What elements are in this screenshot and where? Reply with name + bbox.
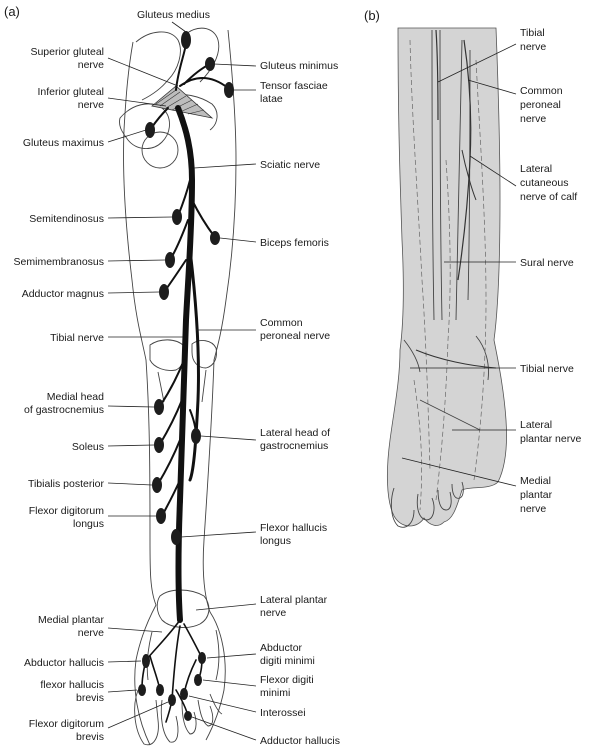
hip-joint-outline	[142, 132, 178, 168]
superior-gluteal-branch	[176, 44, 228, 90]
motor-point-tibialis-posterior	[152, 477, 162, 493]
panel-b-label: (b)	[364, 8, 380, 23]
motor-point-medial-gastrocnemius	[154, 399, 164, 415]
label-adductor-magnus: Adductor magnus	[22, 288, 104, 300]
motor-point-abductor-hallucis	[142, 654, 150, 668]
motor-point-flexor-digiti-minimi	[194, 674, 202, 686]
label-tibial-nerve-a: Tibial nerve	[50, 332, 104, 344]
label-tibialis-posterior: Tibialis posterior	[28, 478, 105, 490]
label-gluteus-minimus: Gluteus minimus	[260, 60, 338, 72]
motor-point-flexor-digitorum-longus	[156, 508, 166, 524]
label-abductor-hallucis: Abductor hallucis	[24, 657, 104, 669]
motor-point-gluteus-minimus	[205, 57, 215, 71]
label-soleus: Soleus	[72, 441, 104, 453]
common-peroneal-branch	[190, 250, 199, 480]
motor-point-tensor-fasciae-latae	[224, 82, 234, 98]
sciatic-nerve-trunk	[178, 108, 192, 620]
label-tibial-nerve-b: Tibial nerve	[520, 363, 574, 375]
label-gluteus-maximus: Gluteus maximus	[23, 137, 104, 149]
leg-silhouette-b	[387, 28, 506, 526]
motor-point-flexor-hallucis-longus	[171, 529, 181, 545]
motor-point-semimembranosus	[165, 252, 175, 268]
toes-outline	[135, 690, 222, 745]
motor-point-flexor-hallucis-brevis-2	[156, 684, 164, 696]
label-sciatic-nerve: Sciatic nerve	[260, 159, 320, 171]
motor-point-flexor-hallucis-brevis	[138, 684, 146, 696]
ankle-outline	[147, 590, 219, 680]
label-sural-nerve: Sural nerve	[520, 257, 574, 269]
motor-point-adductor-hallucis	[184, 711, 192, 721]
motor-point-abductor-digiti-minimi	[198, 652, 206, 664]
panel-a-illustration	[119, 28, 236, 745]
label-semitendinosus: Semitendinosus	[29, 213, 104, 225]
panel-a-label: (a)	[4, 4, 20, 19]
label-semimembranosus: Semimembranosus	[14, 256, 104, 268]
label-interossei: Interossei	[260, 707, 306, 719]
motor-point-flexor-digitorum-brevis	[168, 694, 176, 706]
motor-point-adductor-magnus	[159, 284, 169, 300]
pelvis-outline	[119, 28, 218, 148]
motor-point-interossei	[180, 688, 188, 700]
label-gluteus-medius: Gluteus medius	[137, 9, 210, 21]
leg-outline-a	[123, 30, 236, 745]
motor-point-soleus	[154, 437, 164, 453]
label-adductor-hallucis: Adductor hallucis	[260, 735, 340, 747]
motor-point-semitendinosus	[172, 209, 182, 225]
motor-point-gluteus-maximus	[145, 122, 155, 138]
motor-point-biceps-femoris	[210, 231, 220, 245]
label-biceps-femoris: Biceps femoris	[260, 237, 329, 249]
panel-b-illustration	[387, 28, 506, 527]
motor-point-gluteus-medius	[181, 31, 191, 49]
motor-point-lateral-gastrocnemius	[191, 428, 201, 444]
